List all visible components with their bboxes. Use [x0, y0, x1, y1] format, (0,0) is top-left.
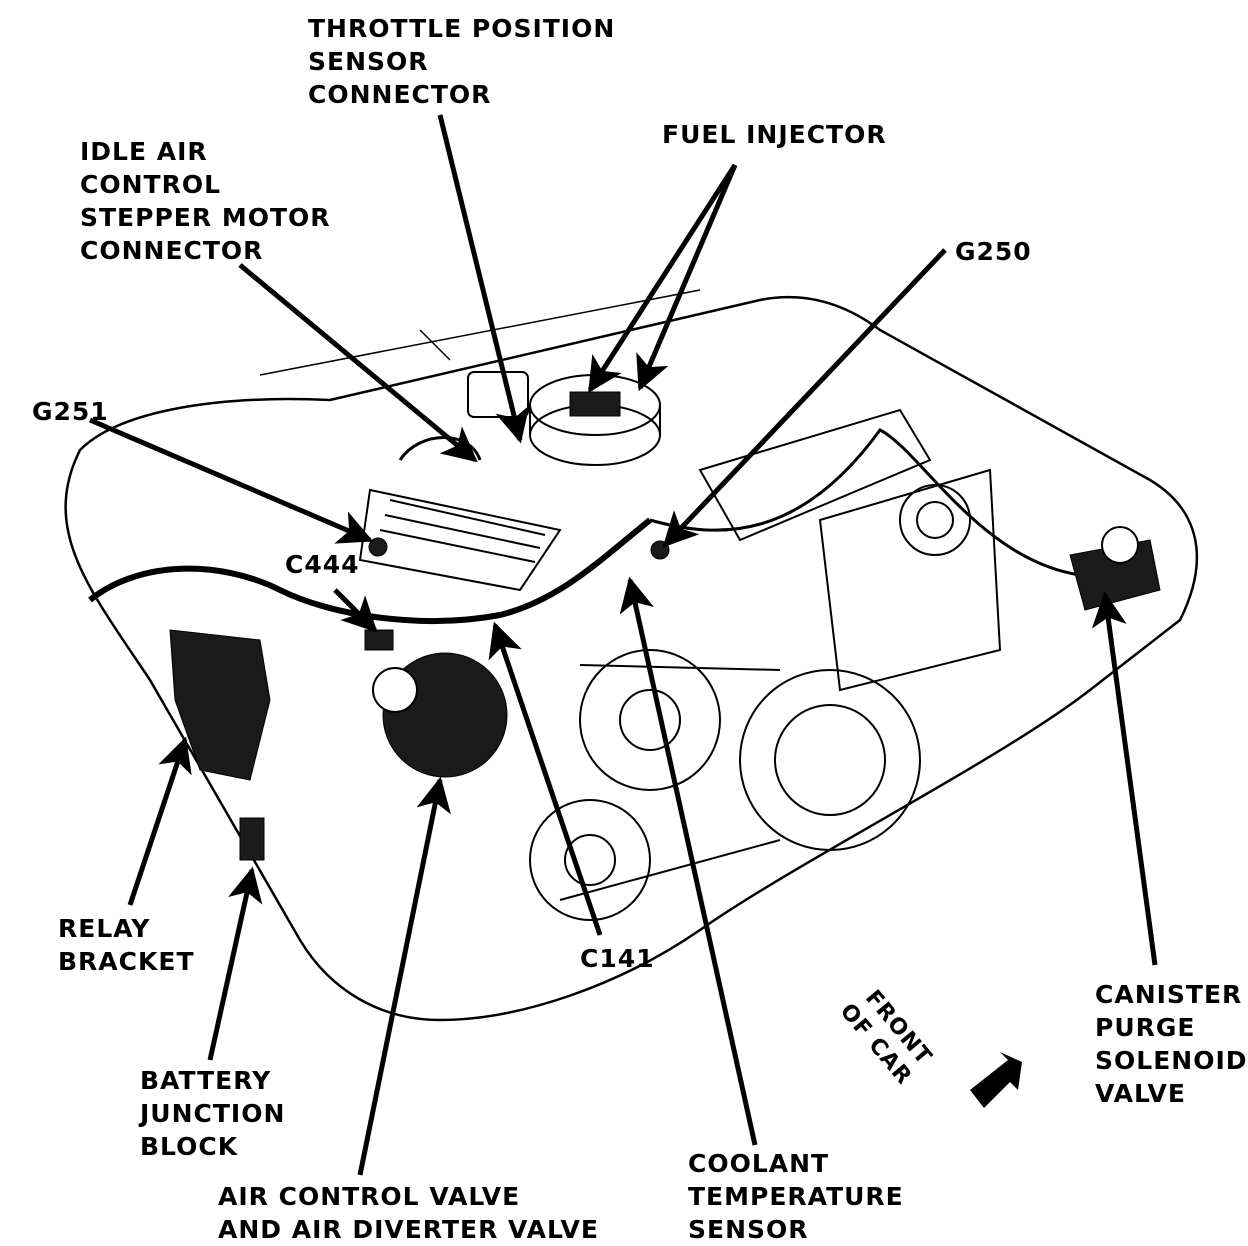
label-canister-purge-solenoid-valve: CANISTER PURGE SOLENOID VALVE — [1095, 980, 1248, 1108]
label-c444: C444 — [285, 550, 360, 579]
arrow-g251 — [89, 417, 374, 544]
arrow-coolant-temperature — [619, 576, 758, 1146]
label-idle-air-control: IDLE AIR CONTROL STEPPER MOTOR CONNECTOR — [80, 137, 331, 265]
label-g251: G251 — [32, 397, 109, 426]
arrow-idle-air-control — [238, 263, 478, 463]
engine-bay-outline — [64, 289, 1199, 1022]
label-air-control-valve: AIR CONTROL VALVE AND AIR DIVERTER VALVE — [218, 1182, 599, 1244]
arrow-g250 — [662, 248, 947, 548]
label-c141: C141 — [580, 944, 655, 973]
label-throttle-position-sensor: THROTTLE POSITION SENSOR CONNECTOR — [308, 14, 616, 109]
arrow-fuel-injector-1 — [587, 163, 738, 393]
arrow-c444 — [333, 588, 378, 633]
leader-arrows — [89, 114, 1158, 1176]
arrow-battery-junction — [207, 866, 263, 1061]
arrow-air-control-valve — [357, 776, 451, 1176]
front-of-car-arrow — [970, 1052, 1022, 1108]
arrow-relay-bracket — [127, 736, 192, 906]
label-battery-junction-block: BATTERY JUNCTION BLOCK — [140, 1066, 286, 1161]
filled-components — [169, 391, 1161, 861]
arrow-fuel-injector-2 — [636, 164, 738, 392]
label-relay-bracket: RELAY BRACKET — [58, 914, 195, 976]
label-coolant-temperature-sensor: COOLANT TEMPERATURE SENSOR — [688, 1149, 904, 1244]
arrow-c141 — [488, 621, 603, 936]
arrow-throttle-position — [437, 114, 530, 444]
label-fuel-injector: FUEL INJECTOR — [662, 120, 887, 149]
label-g250: G250 — [955, 237, 1032, 266]
arrow-canister-purge — [1091, 591, 1158, 966]
